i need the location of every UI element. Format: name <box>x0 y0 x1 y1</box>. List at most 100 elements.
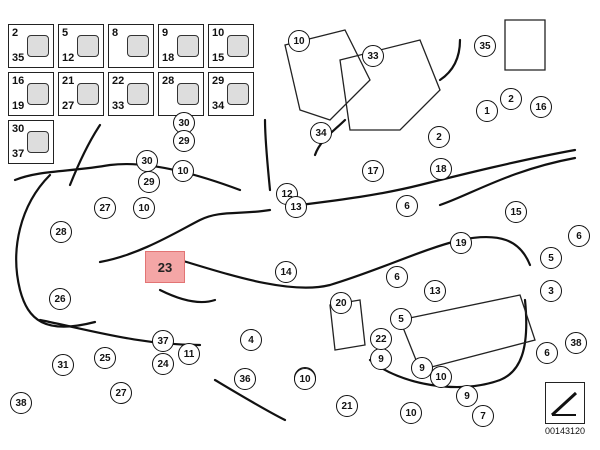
inset-cell: 5 12 <box>58 24 104 68</box>
engine-block-shape <box>339 39 441 131</box>
callout-bubble[interactable]: 10 <box>294 368 316 390</box>
callout-bubble[interactable]: 13 <box>424 280 446 302</box>
callout-bubble[interactable]: 33 <box>362 45 384 67</box>
callout-bubble[interactable]: 10 <box>400 402 422 424</box>
engine-cover-shape <box>284 29 371 121</box>
callout-bubble[interactable]: 14 <box>275 261 297 283</box>
inset-part-number: 37 <box>12 148 25 160</box>
inset-cell: 30 37 <box>8 120 54 164</box>
inset-part-number: 5 <box>62 27 69 39</box>
hose-high-pressure <box>263 118 272 192</box>
arrow-icon <box>550 391 578 417</box>
callout-bubble[interactable]: 25 <box>94 347 116 369</box>
callout-bubble[interactable]: 29 <box>173 130 195 152</box>
inset-part-number: 8 <box>112 27 119 39</box>
callout-bubble[interactable]: 10 <box>172 160 194 182</box>
part-thumbnail-icon <box>127 83 149 105</box>
callout-bubble[interactable]: 38 <box>565 332 587 354</box>
part-thumbnail-icon <box>227 83 249 105</box>
callout-bubble[interactable]: 15 <box>505 201 527 223</box>
callout-bubble[interactable]: 6 <box>568 225 590 247</box>
callout-bubble[interactable]: 9 <box>370 348 392 370</box>
callout-bubble[interactable]: 4 <box>240 329 262 351</box>
inset-part-number: 30 <box>12 123 25 135</box>
hose-cooler <box>158 288 217 304</box>
callout-bubble[interactable]: 10 <box>288 30 310 52</box>
callout-bubble[interactable]: 27 <box>94 197 116 219</box>
callout-bubble[interactable]: 21 <box>336 395 358 417</box>
callout-bubble[interactable]: 9 <box>456 385 478 407</box>
inset-part-number: 27 <box>62 100 75 112</box>
diagram-id: 00143120 <box>545 426 586 436</box>
inset-cell: 21 27 <box>58 72 104 116</box>
hose-inlet <box>438 38 462 82</box>
highlighted-part-label[interactable]: 23 <box>145 251 185 283</box>
callout-bubble[interactable]: 26 <box>49 288 71 310</box>
callout-bubble[interactable]: 28 <box>50 221 72 243</box>
callout-bubble[interactable]: 17 <box>362 160 384 182</box>
callout-bubble[interactable]: 24 <box>152 353 174 375</box>
callout-bubble[interactable]: 10 <box>430 366 452 388</box>
hose-upper-left <box>68 123 102 187</box>
part-thumbnail-icon <box>27 35 49 57</box>
inset-part-number: 28 <box>162 75 175 87</box>
callout-bubble[interactable]: 6 <box>396 195 418 217</box>
hose-center <box>98 208 272 264</box>
callout-bubble[interactable]: 30 <box>136 150 158 172</box>
hose-bottom-right <box>368 298 528 389</box>
inset-part-number: 33 <box>112 100 125 112</box>
hose-right-long <box>178 236 532 289</box>
inset-part-number: 16 <box>12 75 25 87</box>
direction-arrow-box <box>545 382 585 424</box>
callout-bubble[interactable]: 34 <box>310 122 332 144</box>
callout-bubble[interactable]: 20 <box>330 292 352 314</box>
callout-bubble[interactable]: 6 <box>536 342 558 364</box>
callout-bubble[interactable]: 6 <box>386 266 408 288</box>
callout-bubble[interactable]: 22 <box>370 328 392 350</box>
callout-bubble[interactable]: 31 <box>52 354 74 376</box>
reservoir-shape <box>504 19 546 71</box>
part-thumbnail-icon <box>177 35 199 57</box>
hose-upper-arc <box>13 162 242 192</box>
part-thumbnail-icon <box>77 83 99 105</box>
inset-part-number: 34 <box>212 100 225 112</box>
callout-bubble[interactable]: 36 <box>234 368 256 390</box>
callout-bubble[interactable]: 5 <box>390 308 412 330</box>
part-thumbnail-icon <box>177 83 199 105</box>
inset-part-number: 12 <box>62 52 75 64</box>
callout-bubble[interactable]: 5 <box>540 247 562 269</box>
steering-rack-shape <box>399 294 536 371</box>
callout-bubble[interactable]: 37 <box>152 330 174 352</box>
hose-lower-main <box>38 318 202 347</box>
callout-bubble[interactable]: 29 <box>138 171 160 193</box>
inset-part-number: 9 <box>162 27 169 39</box>
callout-bubble[interactable]: 18 <box>430 158 452 180</box>
callout-bubble[interactable]: 27 <box>110 382 132 404</box>
part-thumbnail-icon <box>27 131 49 153</box>
callout-bubble[interactable]: 19 <box>450 232 472 254</box>
callout-bubble[interactable]: 16 <box>530 96 552 118</box>
callout-bubble[interactable]: 1 <box>476 100 498 122</box>
callout-bubble[interactable]: 2 <box>428 126 450 148</box>
part-thumbnail-icon <box>227 35 249 57</box>
callout-bubble[interactable]: 11 <box>178 343 200 365</box>
callout-bubble[interactable]: 35 <box>474 35 496 57</box>
inset-part-number: 21 <box>62 75 75 87</box>
inset-part-number: 15 <box>212 52 225 64</box>
hose-left-loop <box>15 173 97 328</box>
part-thumbnail-icon <box>77 35 99 57</box>
callout-bubble[interactable]: 2 <box>500 88 522 110</box>
callout-bubble[interactable]: 13 <box>285 196 307 218</box>
callout-bubble[interactable]: 38 <box>10 392 32 414</box>
callout-bubble[interactable]: 7 <box>472 405 494 427</box>
callout-bubble[interactable]: 3 <box>540 280 562 302</box>
hose-clamp-line <box>213 378 287 422</box>
callout-bubble[interactable]: 10 <box>133 197 155 219</box>
